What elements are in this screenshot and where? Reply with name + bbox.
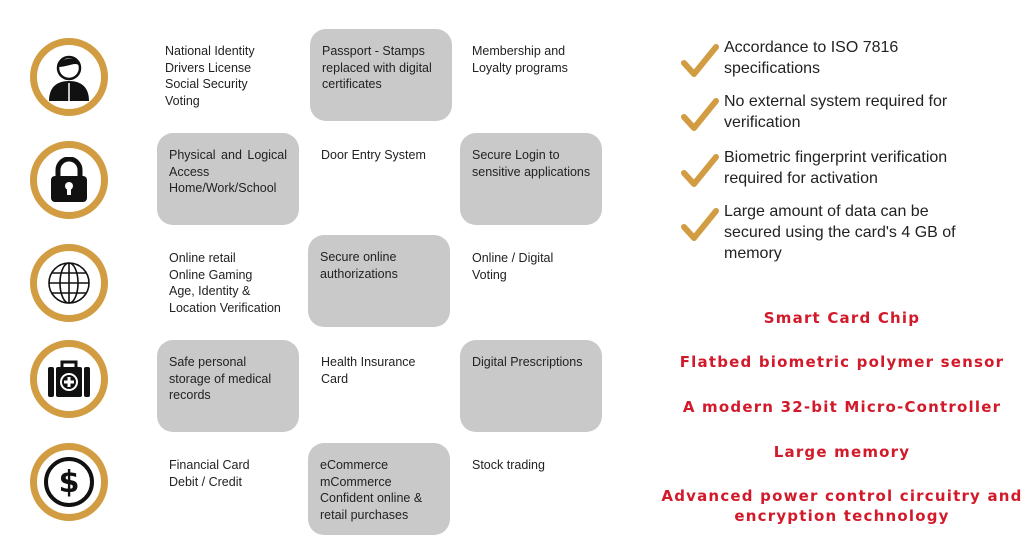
checklist-item: No external system required for verifica… [680,91,1010,133]
cell-line: Membership and [472,44,566,58]
identity-icon-badge [30,38,108,116]
feature-text: Large memory [773,443,911,461]
cell-health-insurance: Health Insurance Card [309,340,451,432]
cell-secure-login: Secure Login to sensitive applications [460,133,602,225]
cell-line: Financial Card [169,458,250,472]
checklist-text: specifications [724,60,821,77]
cell-online-retail: Online retail Online Gaming Age, Identit… [157,236,299,328]
checklist-text: verification [724,114,801,131]
cell-line: Access [169,164,210,179]
feature-text: A modern 32-bit Micro-Controller [682,398,1002,416]
cell-line: Social Security [165,77,248,91]
cell-line: Card [321,371,349,386]
feature-power-encryption: Advanced power control circuitry and enc… [660,486,1024,526]
feature-biometric-sensor: Flatbed biometric polymer sensor [660,352,1024,372]
checkmark-icon [680,91,724,133]
cell-line: Safe personal [169,355,247,369]
cell-line: Voting [165,93,200,108]
feature-large-memory: Large memory [660,442,1024,462]
checkmark-icon [680,147,724,189]
feature-text: Smart Card Chip [763,309,921,327]
checklist-item: Accordance to ISO 7816 specifications [680,37,1010,79]
cell-line: replaced with digital [322,60,432,75]
cell-line: Secure Login to [472,148,560,162]
cell-physical-logical-access: Physical and Logical Access Home/Work/Sc… [157,133,299,225]
cell-financial-card: Financial Card Debit / Credit [157,443,299,535]
checklist-text: secured using the card's 4 GB of [724,224,956,241]
cell-door-entry: Door Entry System [309,133,451,225]
checklist-text: No external system required for [724,93,948,110]
cell-line: Digital Prescriptions [472,355,583,369]
feature-smart-card-chip: Smart Card Chip [660,308,1024,328]
cell-line: Loyalty programs [472,60,568,75]
medical-kit-icon [48,360,90,397]
cell-line: mCommerce [320,474,392,489]
cell-passport: Passport - Stamps replaced with digital … [310,29,452,121]
lock-icon [51,157,87,202]
cell-line: Online / Digital [472,251,554,265]
cell-stock-trading: Stock trading [460,443,602,535]
feature-text: Flatbed biometric polymer sensor [679,353,1005,371]
access-icon-badge [30,141,108,219]
cell-line: Home/Work/School [169,181,277,195]
checklist-item: Large amount of data can be secured usin… [680,201,1010,264]
svg-text:$: $ [59,465,80,500]
online-icon-badge [30,244,108,322]
checklist-text: Accordance to ISO 7816 [724,39,899,56]
cell-digital-prescriptions: Digital Prescriptions [460,340,602,432]
feature-text: Advanced power control circuitry and [661,487,1023,505]
cell-medical-records: Safe personal storage of medical records [157,340,299,432]
checklist-text: memory [724,245,782,262]
cell-line: Voting [472,267,507,282]
cell-line: storage of medical [169,371,272,386]
cell-line: authorizations [320,266,398,281]
globe-icon [48,262,90,304]
feature-micro-controller: A modern 32-bit Micro-Controller [660,397,1024,417]
cell-digital-voting: Online / Digital Voting [460,236,602,328]
cell-line: eCommerce [320,458,389,472]
cell-line: Secure online [320,250,397,264]
checklist-item: Biometric fingerprint verification requi… [680,147,1010,189]
cell-line: Location Verification [169,300,281,315]
cell-line: Door Entry System [321,148,426,162]
cell-line: National Identity [165,44,255,58]
cell-line: retail purchases [320,507,409,522]
cell-national-identity: National Identity Drivers License Social… [153,29,295,121]
financial-icon-badge: $ [30,443,108,521]
checklist-text: required for activation [724,170,878,187]
cell-line: Drivers License [165,60,252,75]
cell-line: Online Gaming [169,267,253,282]
dollar-coin-icon: $ [44,457,94,507]
cell-line: Debit / Credit [169,474,242,489]
cell-line: Passport - Stamps [322,44,425,58]
checklist-text: Biometric fingerprint verification [724,149,948,166]
health-icon-badge [30,340,108,418]
cell-line: records [169,388,211,402]
person-icon [49,55,89,101]
cell-line: Confident online & [320,491,423,505]
cell-line: certificates [322,77,382,91]
cell-membership: Membership and Loyalty programs [460,29,602,121]
feature-text: encryption technology [734,507,950,525]
cell-secure-online-authorizations: Secure online authorizations [308,235,450,327]
checklist-text: Large amount of data can be [724,203,929,220]
cell-line: Physical and Logical [169,148,287,162]
cell-ecommerce: eCommerce mCommerce Confident online & r… [308,443,450,535]
cell-line: sensitive applications [472,164,591,179]
checkmark-icon [680,37,724,79]
checkmark-icon [680,201,724,264]
cell-line: Stock trading [472,458,545,472]
cell-line: Age, Identity & [169,284,251,298]
cell-line: Health Insurance [321,355,416,369]
cell-line: Online retail [169,251,236,265]
